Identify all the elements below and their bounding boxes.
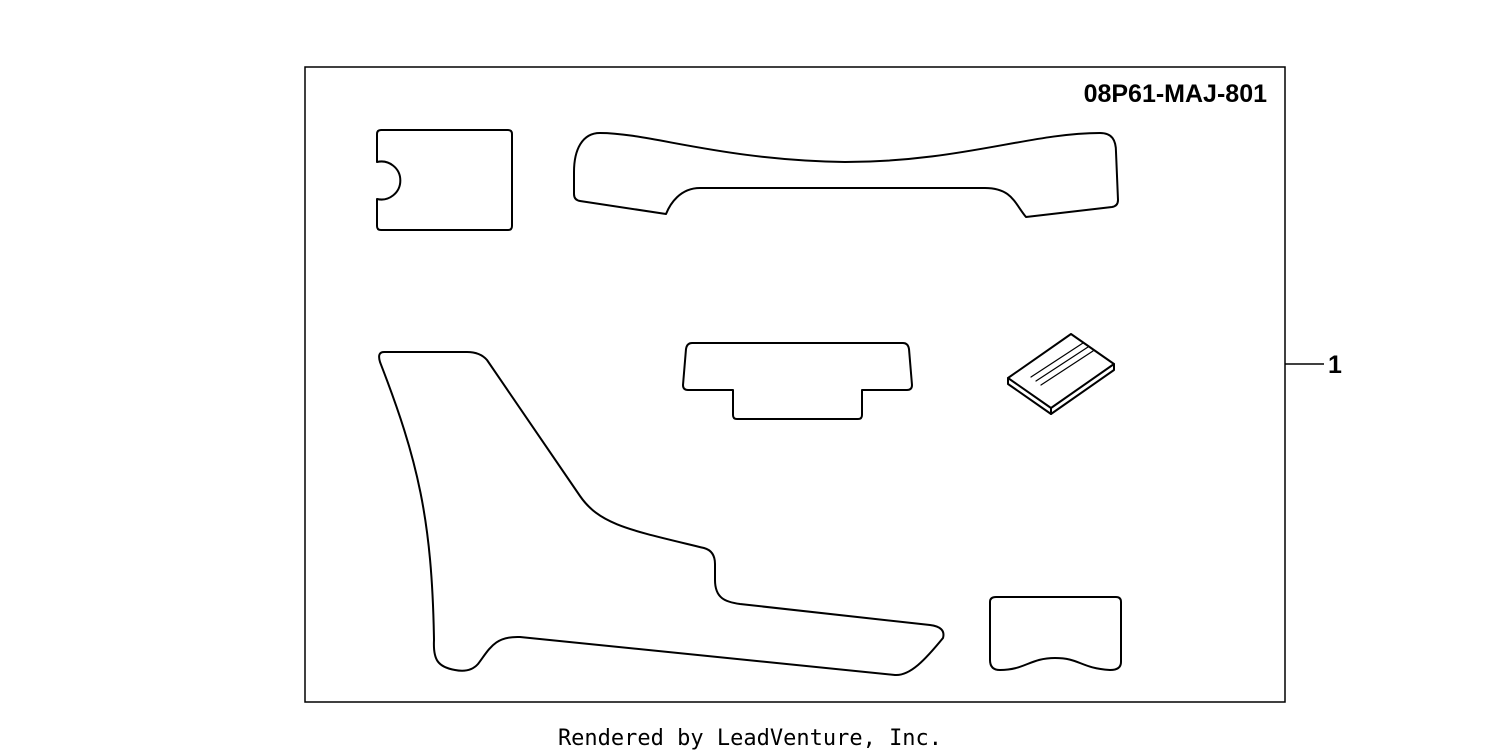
- cleaning-wipe-packet: [1007, 333, 1115, 415]
- long-top-protector-part: [573, 132, 1119, 218]
- center-tab-protector-part: [682, 342, 913, 420]
- part-number-label: 08P61-MAJ-801: [1084, 80, 1268, 108]
- footer-credit: Rendered by LeadVenture, Inc.: [558, 726, 942, 751]
- small-rounded-protector-part: [989, 596, 1122, 671]
- large-side-protector-part: [378, 351, 945, 677]
- diagram-frame: [304, 66, 1286, 703]
- notched-pad-part: [376, 129, 513, 231]
- callout-number: 1: [1328, 351, 1342, 379]
